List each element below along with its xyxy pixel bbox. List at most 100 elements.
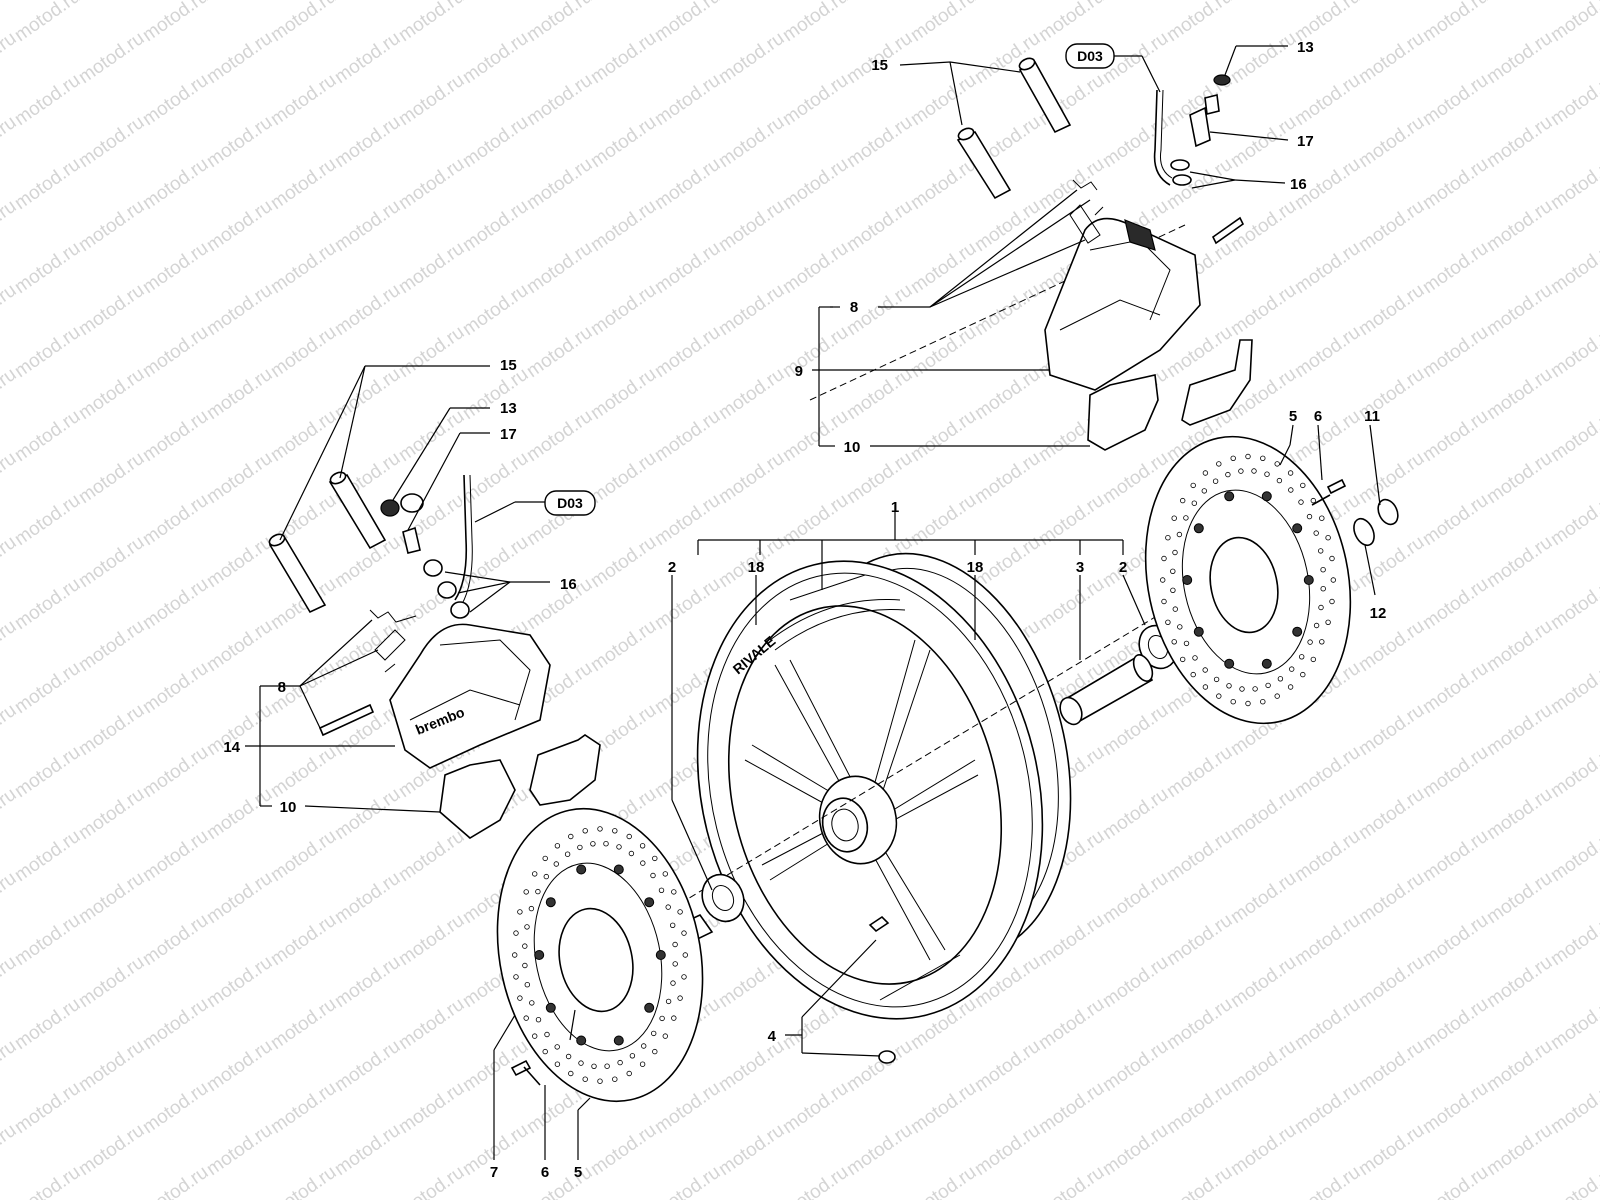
watermark-text: motod.ru (331, 364, 404, 424)
disc-screw-left (510, 1059, 541, 1086)
watermark-text: motod.ru (75, 448, 148, 508)
disc-hole (1170, 568, 1176, 574)
callout-3: 3 (1076, 559, 1084, 576)
watermark-text: motod.ru (587, 28, 660, 88)
disc-hole (554, 1061, 561, 1067)
watermark-text: motod.ru (715, 28, 788, 88)
disc-hole (1325, 619, 1331, 625)
disc-hole (1216, 693, 1222, 699)
disc-hole (1172, 549, 1178, 556)
watermark-text: motod.ru (1547, 994, 1600, 1054)
disc-hole (662, 871, 668, 877)
watermark-text: motod.ru (267, 0, 340, 46)
watermark-text: motod.ru (75, 868, 148, 928)
watermark-text: motod.ru (1355, 196, 1428, 256)
watermark-text: motod.ru (651, 154, 724, 214)
watermark-text: motod.ru (1035, 1162, 1108, 1200)
disc-hole (639, 1061, 646, 1067)
disc-hole (1298, 499, 1304, 505)
disc-hole (568, 833, 574, 840)
watermark-text: motod.ru (395, 70, 468, 130)
disc-hole (528, 905, 535, 912)
disc-hole (1202, 684, 1209, 690)
watermark-text: motod.ru (11, 658, 84, 718)
disc-bobbin (613, 1035, 624, 1046)
disc-hole (1213, 676, 1220, 683)
disc-hole (1319, 515, 1325, 521)
disc-hole (513, 930, 519, 936)
watermark-text: motod.ru (715, 196, 788, 256)
disc-bobbin (1193, 523, 1204, 534)
watermark-text: motod.ru (11, 70, 84, 130)
disc-hole (1171, 639, 1177, 645)
watermark-text: motod.ru (395, 406, 468, 466)
watermark-text: motod.ru (779, 322, 852, 382)
disc-hole (1177, 624, 1183, 630)
disc-hole (535, 888, 541, 895)
disc-hole (517, 995, 523, 1001)
disc-hole (1274, 693, 1280, 699)
callout-labels: 15 13 17 16 8 9 10 5 6 11 12 1 2 18 18 3… (223, 39, 1386, 1181)
disc-hole (1287, 684, 1294, 690)
brake-disc-right (1144, 435, 1352, 725)
disc-bobbin (576, 864, 587, 875)
watermark-text: motod.ru (1483, 952, 1556, 1012)
watermark-text: motod.ru (779, 238, 852, 298)
watermark-text: motod.ru (523, 154, 596, 214)
disc-hole (651, 1030, 657, 1037)
watermark-text: motod.ru (1163, 1162, 1236, 1200)
watermark-text: motod.ru (1355, 448, 1428, 508)
disc-hole (1245, 700, 1251, 707)
watermark-text: motod.ru (843, 112, 916, 172)
disc-hole (568, 1070, 574, 1077)
watermark-text: motod.ru (1547, 154, 1600, 214)
disc-hole (672, 961, 678, 967)
disc-hole (1319, 639, 1325, 645)
watermark-text: motod.ru (203, 280, 276, 340)
watermark-text: motod.ru (267, 238, 340, 298)
disc-bobbin (1182, 575, 1193, 585)
watermark-text: motod.ru (1419, 826, 1492, 886)
watermark-text: motod.ru (907, 0, 980, 46)
watermark-text: motod.ru (1355, 1120, 1428, 1180)
watermark-text: motod.ru (779, 70, 852, 130)
watermark-text: motod.ru (587, 280, 660, 340)
callout-10-top: 10 (844, 439, 861, 456)
callout-14: 14 (223, 739, 240, 756)
watermark-text: motod.ru (267, 1078, 340, 1138)
disc-hole (1165, 619, 1171, 625)
watermark-text: motod.ru (1547, 1162, 1600, 1200)
disc-hole (1274, 461, 1280, 467)
watermark-text: motod.ru (523, 322, 596, 382)
watermark-text: motod.ru (267, 322, 340, 382)
watermark-text: motod.ru (1099, 784, 1172, 844)
disc-hole (681, 930, 687, 936)
watermark-text: motod.ru (1035, 994, 1108, 1054)
watermark-text: motod.ru (1291, 70, 1364, 130)
watermark-text: motod.ru (1163, 0, 1236, 46)
watermark-text: motod.ru (267, 826, 340, 886)
watermark-text: motod.ru (587, 532, 660, 592)
watermark-text: motod.ru (11, 574, 84, 634)
watermark-text: motod.ru (395, 322, 468, 382)
watermark-text: motod.ru (1483, 1120, 1556, 1180)
disc-hole (524, 982, 530, 988)
brake-pads-left (439, 734, 601, 839)
callout-10-left: 10 (280, 799, 297, 816)
watermark-text: motod.ru (75, 1036, 148, 1096)
watermark-text: motod.ru (139, 406, 212, 466)
watermark-text: motod.ru (1355, 0, 1428, 4)
disc-hole (529, 1000, 535, 1006)
watermark-text: motod.ru (651, 406, 724, 466)
callout-17-left: 17 (500, 426, 517, 443)
disc-hole (677, 995, 683, 1001)
watermark-text: motod.ru (907, 70, 980, 130)
disc-hole (591, 1063, 597, 1069)
watermark-text: motod.ru (843, 196, 916, 256)
watermark-text: motod.ru (779, 406, 852, 466)
watermark-text: motod.ru (1291, 406, 1364, 466)
watermark-text: motod.ru (1483, 196, 1556, 256)
watermark-text: motod.ru (203, 28, 276, 88)
watermark-text: motod.ru (75, 532, 148, 592)
